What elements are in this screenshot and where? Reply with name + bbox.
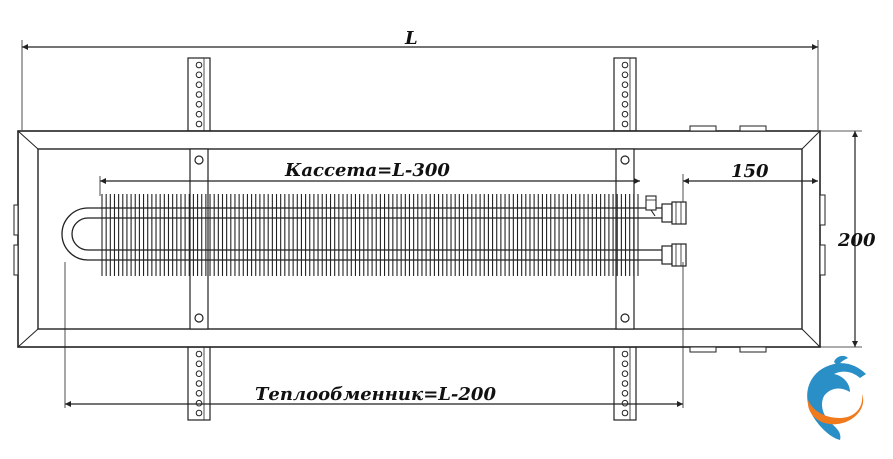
bracket-hole xyxy=(195,91,203,98)
heat-exchanger-label: Теплообменник=L-200 xyxy=(255,384,496,405)
heat-exchanger-pipes xyxy=(61,207,665,261)
cassette-label: Кассета=L-300 xyxy=(284,160,450,181)
bracket-hole xyxy=(621,350,629,358)
dimension-cassette: Кассета=L-300 xyxy=(99,160,640,196)
mounting-bracket-bottom-right xyxy=(613,346,637,421)
bracket-hole xyxy=(195,370,203,378)
bracket-hole xyxy=(195,71,203,79)
dimension-height: 200 xyxy=(820,130,876,348)
mounting-bracket-top-right xyxy=(613,57,637,132)
dolphin-logo-icon xyxy=(807,355,866,440)
bracket-hole xyxy=(621,81,629,88)
mounting-bracket-top-left xyxy=(187,57,211,132)
bracket-hole xyxy=(195,360,203,368)
dimension-offset: 150 xyxy=(682,161,818,202)
heat-exchanger-fins xyxy=(101,194,639,276)
height-label: 200 xyxy=(837,230,876,251)
dimension-heat-exchanger: Теплообменник=L-200 xyxy=(64,262,684,408)
bracket-hole xyxy=(195,380,203,387)
bracket-hole xyxy=(621,409,629,417)
bracket-hole xyxy=(195,81,203,88)
bracket-hole xyxy=(621,101,629,108)
offset-label: 150 xyxy=(731,161,769,182)
overall-length-label: L xyxy=(404,28,418,49)
bracket-hole xyxy=(195,399,203,407)
bracket-hole xyxy=(195,120,203,128)
bracket-hole xyxy=(621,390,629,397)
bracket-hole xyxy=(621,61,629,69)
bracket-hole xyxy=(621,380,629,387)
bracket-hole xyxy=(195,409,203,417)
dimension-overall-length: L xyxy=(21,28,819,130)
bracket-hole xyxy=(621,399,629,407)
bracket-hole xyxy=(195,350,203,358)
bracket-hole xyxy=(195,110,203,118)
bracket-hole xyxy=(621,370,629,378)
bracket-hole xyxy=(195,61,203,69)
bracket-hole xyxy=(195,390,203,397)
bracket-hole xyxy=(195,101,203,108)
bracket-hole xyxy=(621,91,629,98)
bracket-hole xyxy=(621,120,629,128)
mounting-bracket-bottom-left xyxy=(187,346,211,421)
bracket-hole xyxy=(621,360,629,368)
pipe-fittings xyxy=(645,195,687,267)
bracket-hole xyxy=(621,71,629,79)
bracket-hole xyxy=(621,110,629,118)
